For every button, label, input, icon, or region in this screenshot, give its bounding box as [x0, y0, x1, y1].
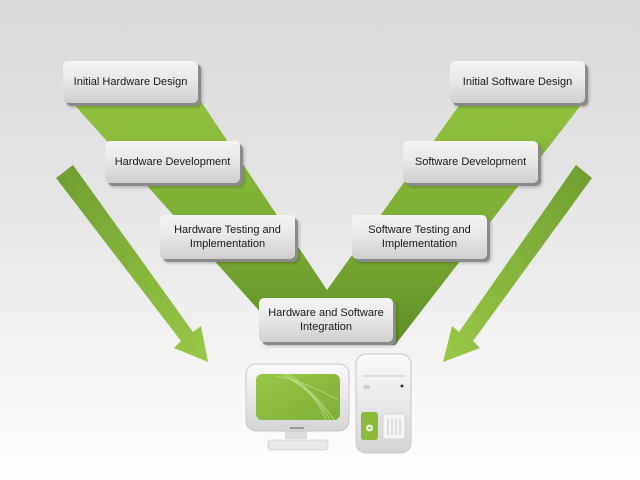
step-label: Initial Software Design — [462, 76, 573, 88]
arrow-down-left-icon — [443, 165, 592, 362]
desktop-computer-icon — [245, 353, 412, 454]
step-label: Hardware and Software Integration — [268, 307, 384, 333]
step-label: Software Testing and Implementation — [368, 224, 471, 250]
step-hardware-testing: Hardware Testing and Implementation — [160, 215, 295, 259]
step-software-testing: Software Testing and Implementation — [352, 215, 487, 259]
step-label: Hardware Testing and Implementation — [174, 224, 281, 250]
step-initial-software-design: Initial Software Design — [450, 61, 585, 103]
step-hardware-development: Hardware Development — [105, 141, 240, 183]
arrow-down-right-icon — [56, 165, 208, 362]
step-label: Software Development — [414, 156, 527, 168]
monitor-screen — [256, 374, 340, 420]
step-label: Initial Hardware Design — [73, 76, 188, 88]
step-initial-hardware-design: Initial Hardware Design — [63, 61, 198, 103]
step-hardware-software-integration: Hardware and Software Integration — [259, 298, 393, 342]
step-label: Hardware Development — [114, 156, 231, 168]
step-software-development: Software Development — [403, 141, 538, 183]
